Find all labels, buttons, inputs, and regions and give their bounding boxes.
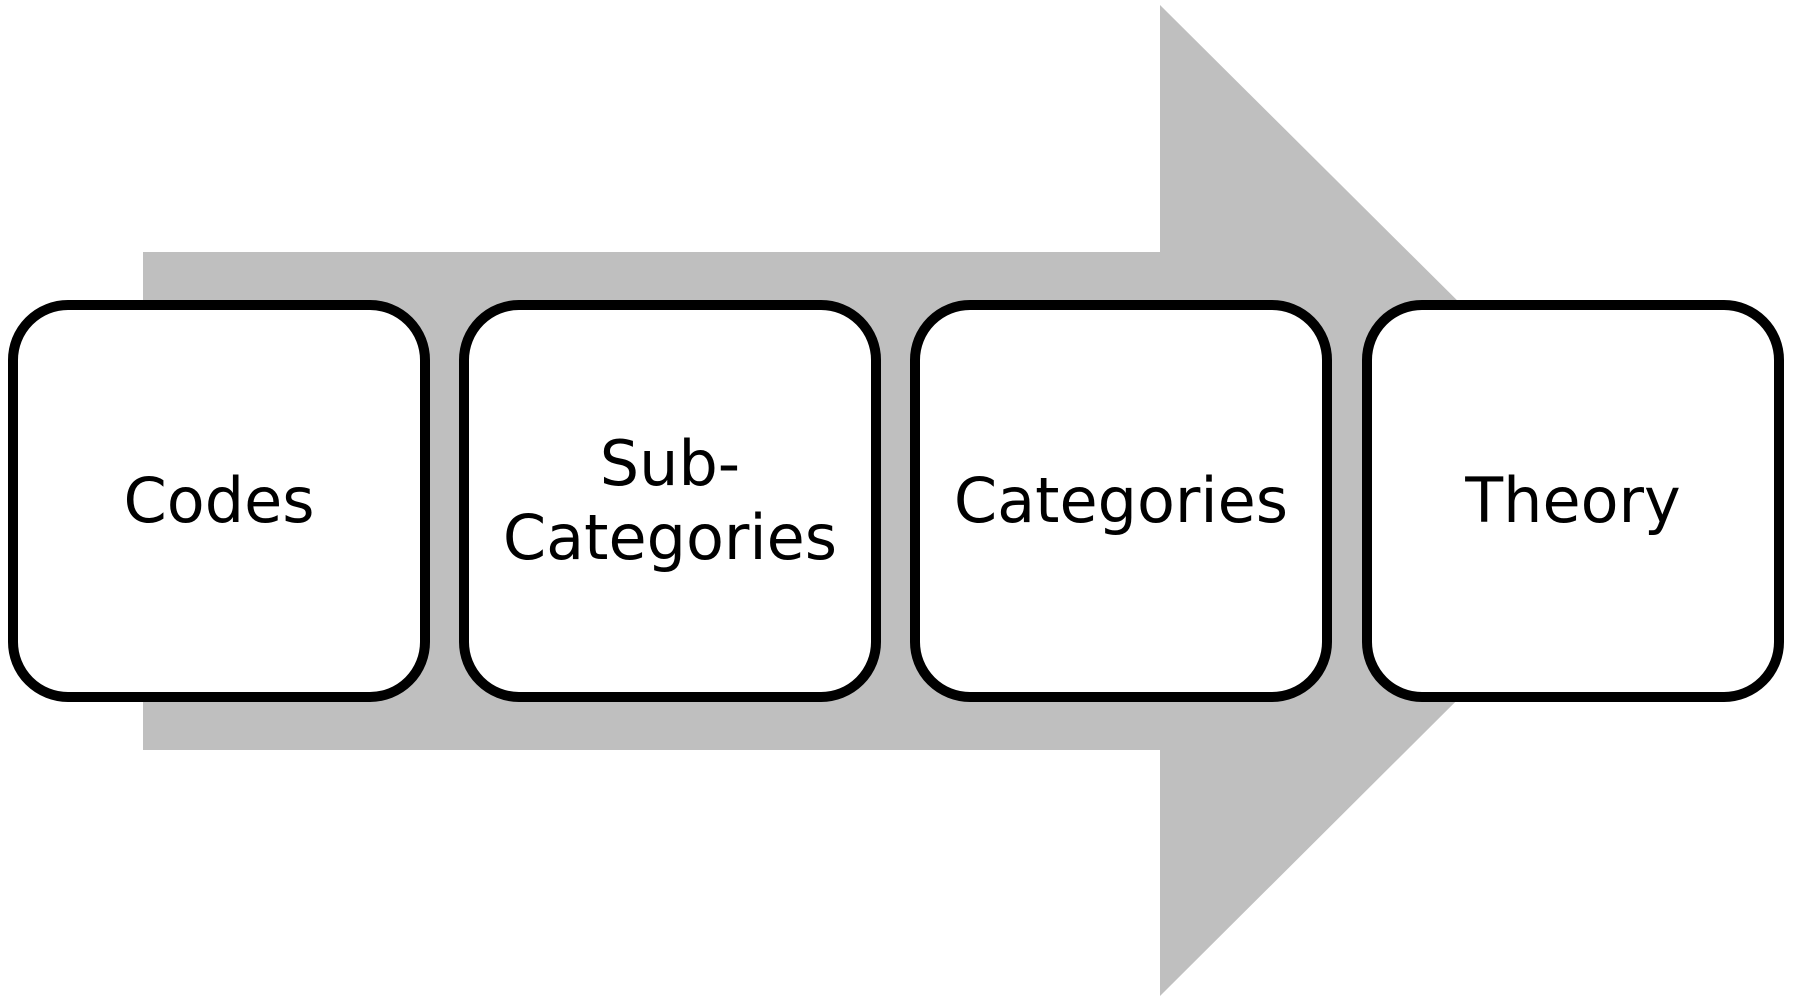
step-label-sub-categories: Sub- Categories (502, 427, 838, 574)
step-label-theory: Theory (1465, 464, 1681, 537)
step-box-codes: Codes (8, 300, 430, 702)
step-label-codes: Codes (123, 464, 315, 537)
step-box-sub-categories: Sub- Categories (459, 300, 881, 702)
step-label-categories: Categories (953, 464, 1289, 537)
step-box-categories: Categories (910, 300, 1332, 702)
arrow-shape (143, 5, 1658, 996)
step-box-theory: Theory (1362, 300, 1784, 702)
